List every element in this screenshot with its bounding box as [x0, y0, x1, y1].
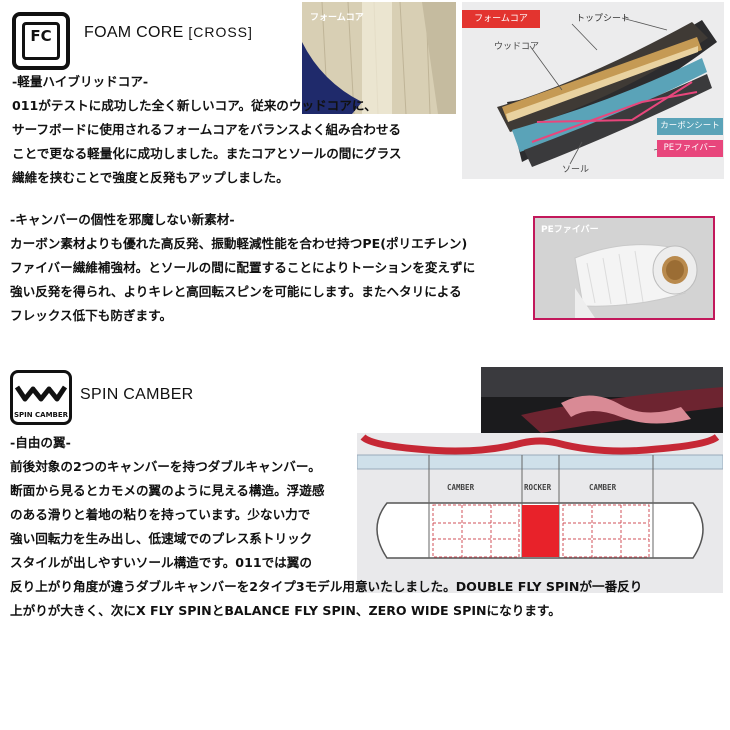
foam-core-photo: フォームコア: [302, 2, 456, 114]
foam-core-description: -軽量ハイブリッドコア- 011がテストに成功した全く新しいコア。従来のウッドコ…: [12, 70, 402, 190]
spin-camber-photo: [481, 367, 723, 437]
foam-photo-label: フォームコア: [310, 13, 364, 23]
spin-line-3: 断面から見るとカモメの翼のように見える構造。浮遊感: [10, 483, 325, 498]
zone-label-camber-right: CAMBER: [589, 483, 617, 492]
label-foam-core: フォームコア: [462, 10, 540, 28]
foam-core-logo: FC: [12, 12, 70, 70]
pe-line-3: ファイバー繊維補強材。とソールの間に配置することによりトーションを変えずに: [10, 260, 476, 275]
label-top-sheet: トップシート: [576, 14, 631, 24]
spin-line-1: -自由の翼-: [10, 435, 71, 450]
board-layers-graphic: [462, 2, 724, 179]
label-carbon-sheet: カーボンシート: [657, 118, 723, 135]
label-sole: ソール: [562, 165, 590, 175]
zone-label-camber-left: CAMBER: [447, 483, 475, 492]
foam-line-1: -軽量ハイブリッドコア-: [12, 74, 149, 89]
board-construction-diagram: フォームコア トップシート ウッドコア カーボンシート PEファイバー ソール: [462, 2, 724, 179]
foam-core-title-suffix: [CROSS]: [188, 24, 253, 40]
pe-fiber-description: -キャンバーの個性を邪魔しない新素材- カーボン素材よりも優れた高反発、振動軽減…: [10, 208, 475, 328]
spin-line-6: スタイルが出しやすいソール構造です。011では翼の: [10, 555, 312, 570]
pe-line-1: -キャンバーの個性を邪魔しない新素材-: [10, 212, 235, 227]
label-wood-core: ウッドコア: [494, 42, 540, 52]
foam-line-4: ことで更なる軽量化に成功しました。またコアとソールの間にグラス: [12, 146, 402, 161]
spin-line-8: 上がりが大きく、次にX FLY SPINとBALANCE FLY SPIN、ZE…: [10, 603, 561, 618]
spin-camber-title: SPIN CAMBER: [80, 386, 194, 403]
pe-fiber-photo: PEファイバー: [533, 216, 715, 320]
spin-line-5: 強い回転力を生み出し、低速域でのプレス系トリック: [10, 531, 313, 546]
spin-camber-photo-graphic: [481, 367, 723, 437]
pe-photo-label: PEファイバー: [541, 225, 599, 235]
pe-fiber-roll-graphic: [535, 218, 713, 318]
spin-line-4: のある滑りと着地の粘りを持っています。少ない力で: [10, 507, 311, 522]
camber-profile-diagram: CAMBER ROCKER CAMBER: [357, 433, 723, 593]
pe-line-4: 強い反発を得られ、よりキレと高回転スピンを可能にします。またヘタリによる: [10, 284, 462, 299]
label-pe-fiber: PEファイバー: [657, 140, 723, 157]
foam-line-5: 繊維を挟むことで強度と反発もアップしました。: [12, 170, 289, 185]
foam-core-title-main: FOAM CORE: [84, 24, 184, 41]
foam-line-2: 011がテストに成功した全く新しいコア。従来のウッドコアに、: [12, 98, 377, 113]
spin-line-7: 反り上がり角度が違うダブルキャンバーを2タイプ3モデル用意いたしました。DOUB…: [10, 579, 643, 594]
foam-core-title: FOAM CORE [CROSS]: [84, 24, 253, 42]
foam-core-photo-graphic: [302, 2, 456, 114]
spin-camber-description: -自由の翼- 前後対象の2つのキャンバーを持つダブルキャンバー。 断面から見ると…: [10, 431, 642, 623]
wave-icon: [14, 385, 68, 402]
foam-line-3: サーフボードに使用されるフォームコアをバランスよく組み合わせる: [12, 122, 402, 137]
spin-camber-logo-text: SPIN CAMBER: [13, 411, 69, 419]
camber-profile-graphic: [357, 433, 723, 593]
spin-line-2: 前後対象の2つのキャンバーを持つダブルキャンバー。: [10, 459, 321, 474]
pe-line-5: フレックス低下も防ぎます。: [10, 308, 173, 323]
foam-core-logo-text: FC: [30, 27, 52, 45]
spin-camber-logo: SPIN CAMBER: [10, 370, 72, 425]
zone-label-rocker: ROCKER: [524, 483, 552, 492]
pe-line-2: カーボン素材よりも優れた高反発、振動軽減性能を合わせ持つPE(ポリエチレン): [10, 236, 468, 251]
